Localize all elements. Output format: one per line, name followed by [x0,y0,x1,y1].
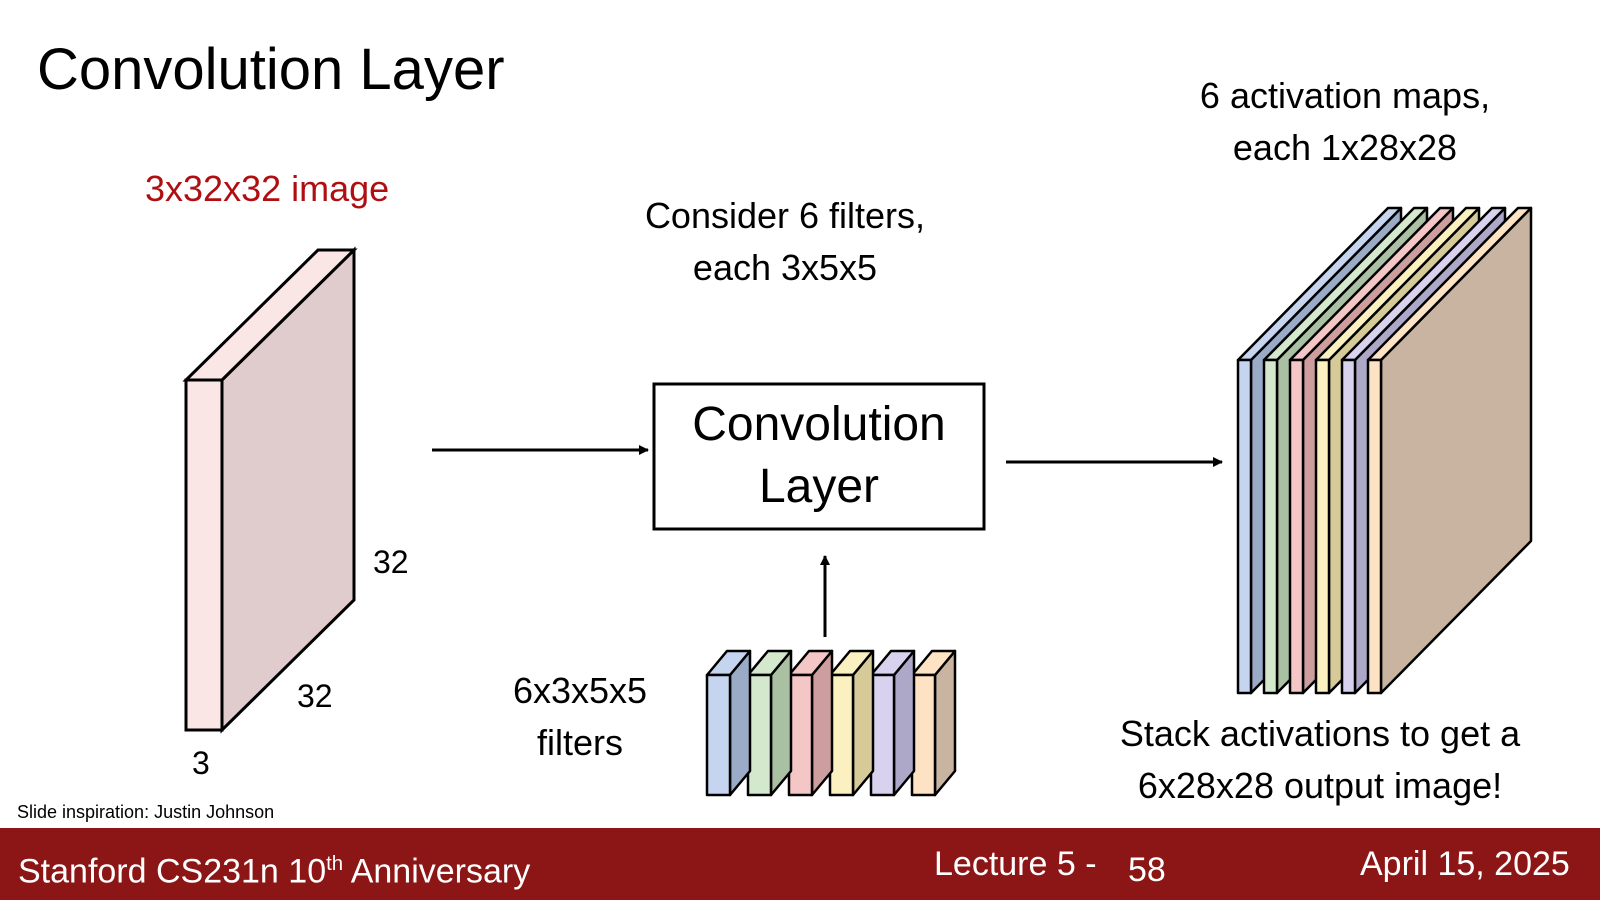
input-image-volume [182,246,358,734]
activation-map-front [1314,358,1331,695]
filter-6 [910,649,957,797]
filter-2 [746,649,793,797]
footer-course: Stanford CS231n 10th Anniversary [18,842,530,893]
input-dim-height: 32 [373,544,409,580]
filter-bank-label-line2: filters [536,722,623,763]
footer-course-prefix: Stanford CS231n 10 [18,852,327,891]
output-activation-stack [1236,206,1533,695]
filter-front [869,673,896,797]
footer-course-sup: th [326,853,344,875]
filter-5 [869,649,916,797]
convolution-layer-text: Convolution Layer [654,394,984,518]
filter-front [828,673,855,797]
input-image-label: 3x32x32 image [145,168,390,209]
convolution-layer-line1: Convolution [692,398,946,451]
activation-map-front [1366,358,1383,695]
filters-caption: Consider 6 filters, each 3x5x5 [610,190,960,294]
activation-map-front [1262,358,1279,695]
filters-caption-line1: Consider 6 filters, [644,195,926,236]
input-dim-width: 32 [297,678,333,714]
filter-bank-label: 6x3x5x5 filters [490,665,670,769]
filter-front [705,673,732,797]
input-volume-side [220,246,356,734]
convolution-layer-line2: Layer [758,460,880,513]
activation-map-6 [1366,206,1533,695]
output-caption: Stack activations to get a 6x28x28 outpu… [1070,708,1570,812]
activation-map-front [1288,358,1305,695]
footer-page-number: 58 [1128,851,1166,889]
footer-date: April 15, 2025 [1360,845,1570,883]
footer-course-suffix: Anniversary [343,852,531,891]
activation-map-front [1236,358,1253,695]
slide-title: Convolution Layer [37,37,505,102]
activation-map-front [1340,358,1357,695]
output-label: 6 activation maps, each 1x28x28 [1160,70,1530,174]
footer-bar: Stanford CS231n 10th Anniversary Lecture… [0,828,1600,900]
input-volume-front [184,378,224,732]
convolution-layer-box [652,382,986,531]
filter-front [787,673,814,797]
slide-credit: Slide inspiration: Justin Johnson [17,802,275,822]
filter-front [910,673,937,797]
output-caption-line1: Stack activations to get a [1119,713,1521,754]
filter-bank [705,649,957,797]
filter-3 [787,649,834,797]
output-caption-line2: 6x28x28 output image! [1137,765,1503,806]
filters-caption-line2: each 3x5x5 [692,247,878,288]
output-label-line1: 6 activation maps, [1199,75,1491,116]
filter-4 [828,649,875,797]
footer-lecture: Lecture 5 - [934,845,1097,883]
input-dim-depth: 3 [192,745,210,781]
filter-bank-label-line1: 6x3x5x5 [512,670,648,711]
filter-1 [705,649,752,797]
output-label-line2: each 1x28x28 [1232,127,1458,168]
filter-front [746,673,773,797]
